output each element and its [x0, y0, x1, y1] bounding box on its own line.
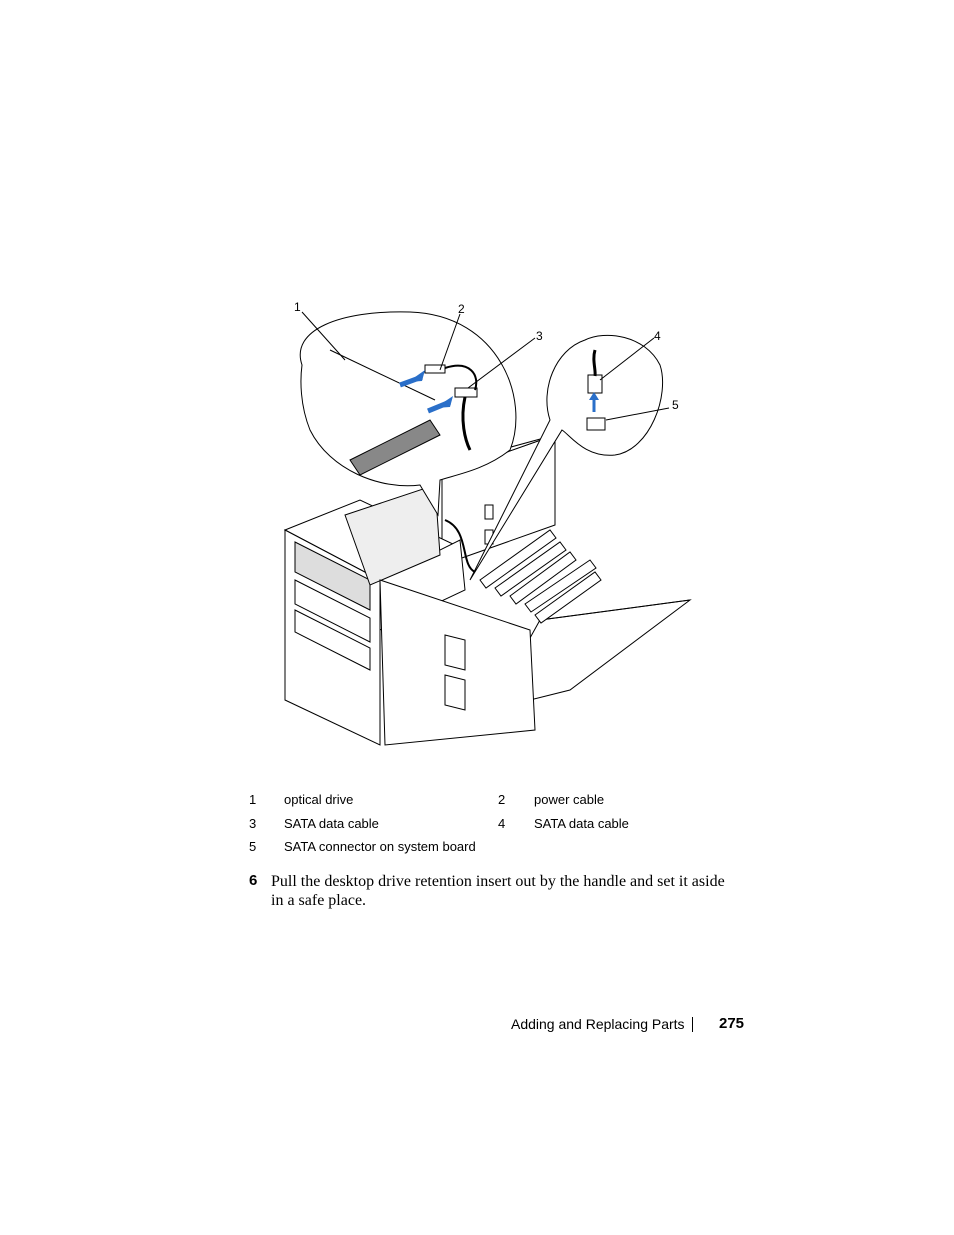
step-number: 6 [249, 872, 258, 889]
footer-separator [692, 1017, 693, 1032]
page-number: 275 [719, 1015, 745, 1032]
chassis-illustration: 1 2 3 4 5 [270, 290, 710, 755]
legend-label-1: optical drive [284, 792, 354, 807]
legend-label-2: power cable [534, 792, 605, 807]
legend-num-4: 4 [498, 816, 506, 831]
legend-label-5: SATA connector on system board [284, 839, 476, 854]
legend-label-4: SATA data cable [534, 816, 629, 831]
callout-1: 1 [294, 300, 301, 314]
callout-3: 3 [536, 329, 543, 343]
callout-5: 5 [672, 398, 679, 412]
callout-4: 4 [654, 329, 661, 343]
legend-label-3: SATA data cable [284, 816, 379, 831]
callout-2: 2 [458, 302, 465, 316]
legend-num-5: 5 [249, 839, 257, 854]
step-text: Pull the desktop drive retention insert … [271, 873, 725, 909]
legend-num-2: 2 [498, 792, 506, 807]
chassis-drawing [283, 311, 692, 746]
legend-num-3: 3 [249, 816, 257, 831]
footer-section-title: Adding and Replacing Parts [511, 1016, 685, 1032]
legend-num-1: 1 [249, 792, 257, 807]
